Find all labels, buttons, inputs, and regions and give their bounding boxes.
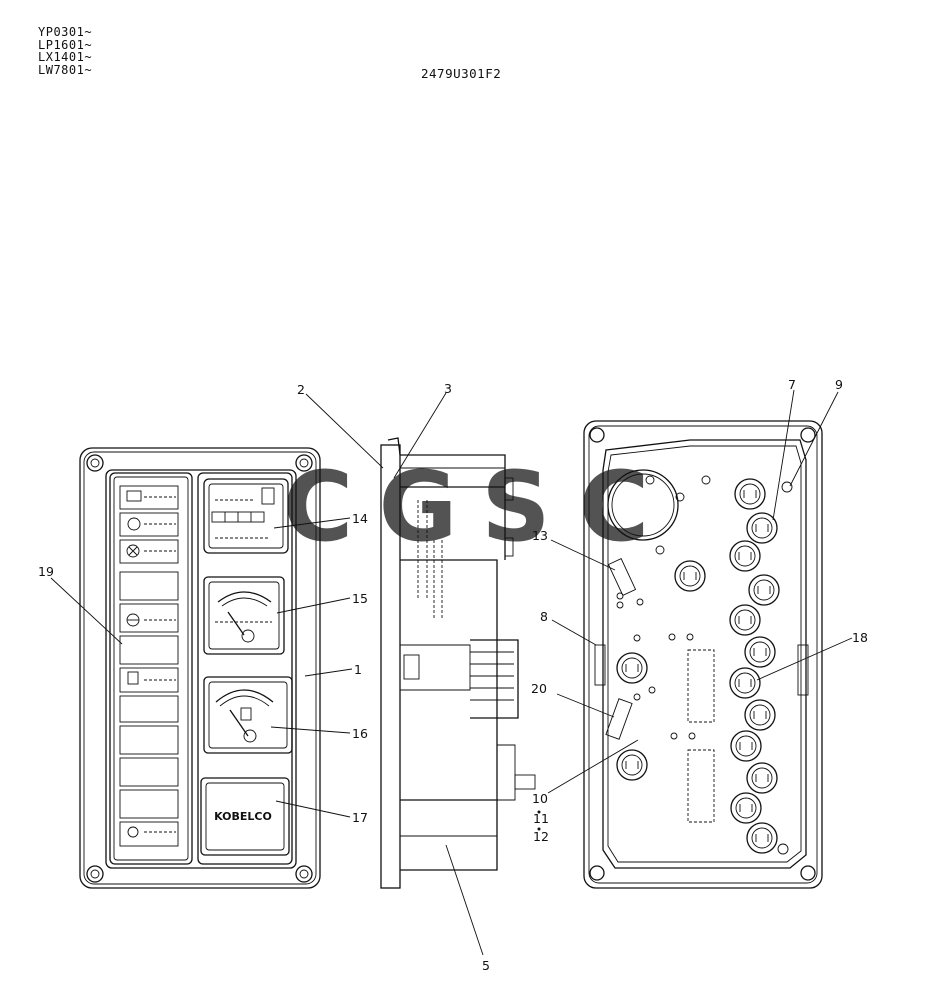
callout-7: 7 bbox=[788, 377, 796, 392]
brand-logo-text: KOBELCO bbox=[214, 810, 272, 823]
side-view-panel bbox=[380, 437, 536, 889]
socket-1 bbox=[734, 478, 766, 510]
connector-sockets bbox=[616, 478, 780, 854]
socket-3 bbox=[729, 540, 761, 572]
socket-4 bbox=[748, 574, 780, 606]
socket-12 bbox=[746, 822, 778, 854]
drawing-number: 2479U301F2 bbox=[421, 66, 502, 81]
gauge-column bbox=[197, 472, 293, 865]
serial-range-2: LP1601~ bbox=[38, 37, 93, 52]
socket-14 bbox=[616, 652, 648, 684]
rear-view-panel bbox=[583, 420, 823, 889]
callout-10: 10 bbox=[532, 791, 548, 806]
watermark-letter-c2: C bbox=[579, 451, 649, 563]
serial-range-3: LX1401~ bbox=[38, 50, 93, 64]
front-view-panel: KOBELCO bbox=[79, 447, 321, 889]
temperature-gauge bbox=[203, 576, 285, 655]
socket-11 bbox=[730, 792, 762, 824]
socket-8 bbox=[744, 699, 776, 731]
brand-plate: KOBELCO bbox=[200, 777, 290, 856]
callout-2: 2 bbox=[297, 382, 305, 397]
callout-19: 19 bbox=[38, 564, 54, 579]
callout-15: 15 bbox=[352, 591, 368, 606]
callout-20: 20 bbox=[531, 681, 547, 696]
watermark-letter-g: G bbox=[379, 451, 458, 563]
watermark-letter-s: S bbox=[481, 451, 550, 563]
socket-5 bbox=[729, 604, 761, 636]
callout-12: 12 bbox=[533, 829, 549, 844]
callout-1: 1 bbox=[354, 662, 362, 677]
socket-6 bbox=[744, 636, 776, 668]
serial-ranges: YP0301~ LP1601~ LX1401~ LW7801~ bbox=[38, 26, 92, 76]
warning-lamps bbox=[119, 485, 179, 847]
callout-9: 9 bbox=[835, 377, 843, 392]
battery-icon bbox=[126, 490, 142, 502]
socket-10 bbox=[746, 762, 778, 794]
callout-18: 18 bbox=[852, 630, 868, 645]
watermark-letter-c1: C bbox=[283, 451, 353, 563]
callout-5: 5 bbox=[482, 958, 490, 973]
preheat-icon bbox=[127, 826, 139, 838]
fuel-gauge bbox=[203, 676, 293, 754]
socket-7 bbox=[729, 667, 761, 699]
watermark-logo: C G S C bbox=[283, 451, 649, 563]
callout-3: 3 bbox=[444, 381, 452, 396]
callout-17: 17 bbox=[352, 810, 368, 825]
callout-16: 16 bbox=[352, 726, 368, 741]
socket-2 bbox=[746, 512, 778, 544]
oil-pressure-icon bbox=[127, 517, 141, 531]
callout-11: 11 bbox=[533, 811, 549, 826]
warning-lamp-column bbox=[109, 472, 193, 865]
callout-14: 14 bbox=[352, 511, 368, 526]
temperature-icon bbox=[126, 544, 140, 558]
serial-range-4: LW7801~ bbox=[38, 62, 93, 77]
socket-13 bbox=[674, 560, 706, 592]
socket-9 bbox=[730, 730, 762, 762]
callout-8: 8 bbox=[540, 609, 548, 624]
leader-lines bbox=[50, 389, 853, 956]
serial-range-1: YP0301~ bbox=[38, 25, 93, 39]
socket-15 bbox=[616, 749, 648, 781]
callout-13: 13 bbox=[532, 528, 548, 543]
fuel-lamp-icon bbox=[127, 671, 139, 685]
callout-numbers: 1 2 3 5 7 8 9 10 11 12 13 14 15 16 17 18… bbox=[38, 377, 868, 973]
hour-meter bbox=[203, 478, 289, 554]
